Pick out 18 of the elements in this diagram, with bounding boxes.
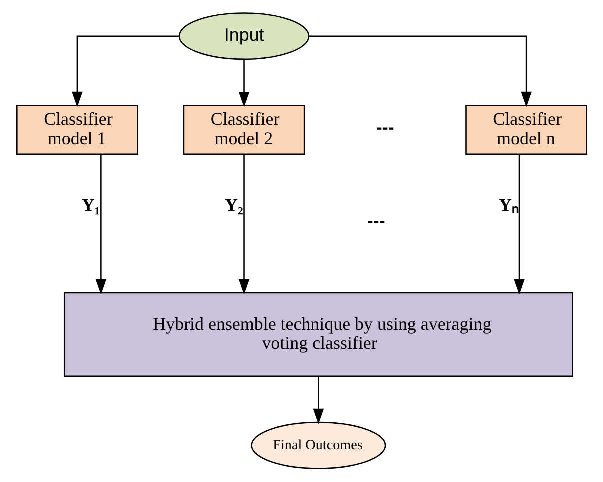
arrow (238, 59, 250, 108)
edge-label: Yₙ (498, 195, 518, 216)
arrow (72, 36, 179, 108)
node-box: Classifier model 2 (182, 104, 305, 156)
node-ellipse: Input (178, 12, 310, 60)
arrow (514, 154, 524, 295)
edge-label: Y₂ (224, 195, 243, 216)
node-box: Hybrid ensemble technique by using averaging voting classifier (63, 292, 573, 378)
arrow (312, 376, 324, 424)
arrow (95, 154, 106, 295)
edge-label: Y₁ (81, 195, 100, 216)
arrow (238, 154, 250, 295)
node-ellipse: Final Outcomes (250, 422, 386, 470)
arrow (308, 36, 532, 108)
node-box: Classifier model 1 (16, 104, 138, 156)
label: --- (376, 117, 394, 138)
label: --- (366, 211, 385, 232)
node-box: Classifier model n (465, 104, 587, 156)
